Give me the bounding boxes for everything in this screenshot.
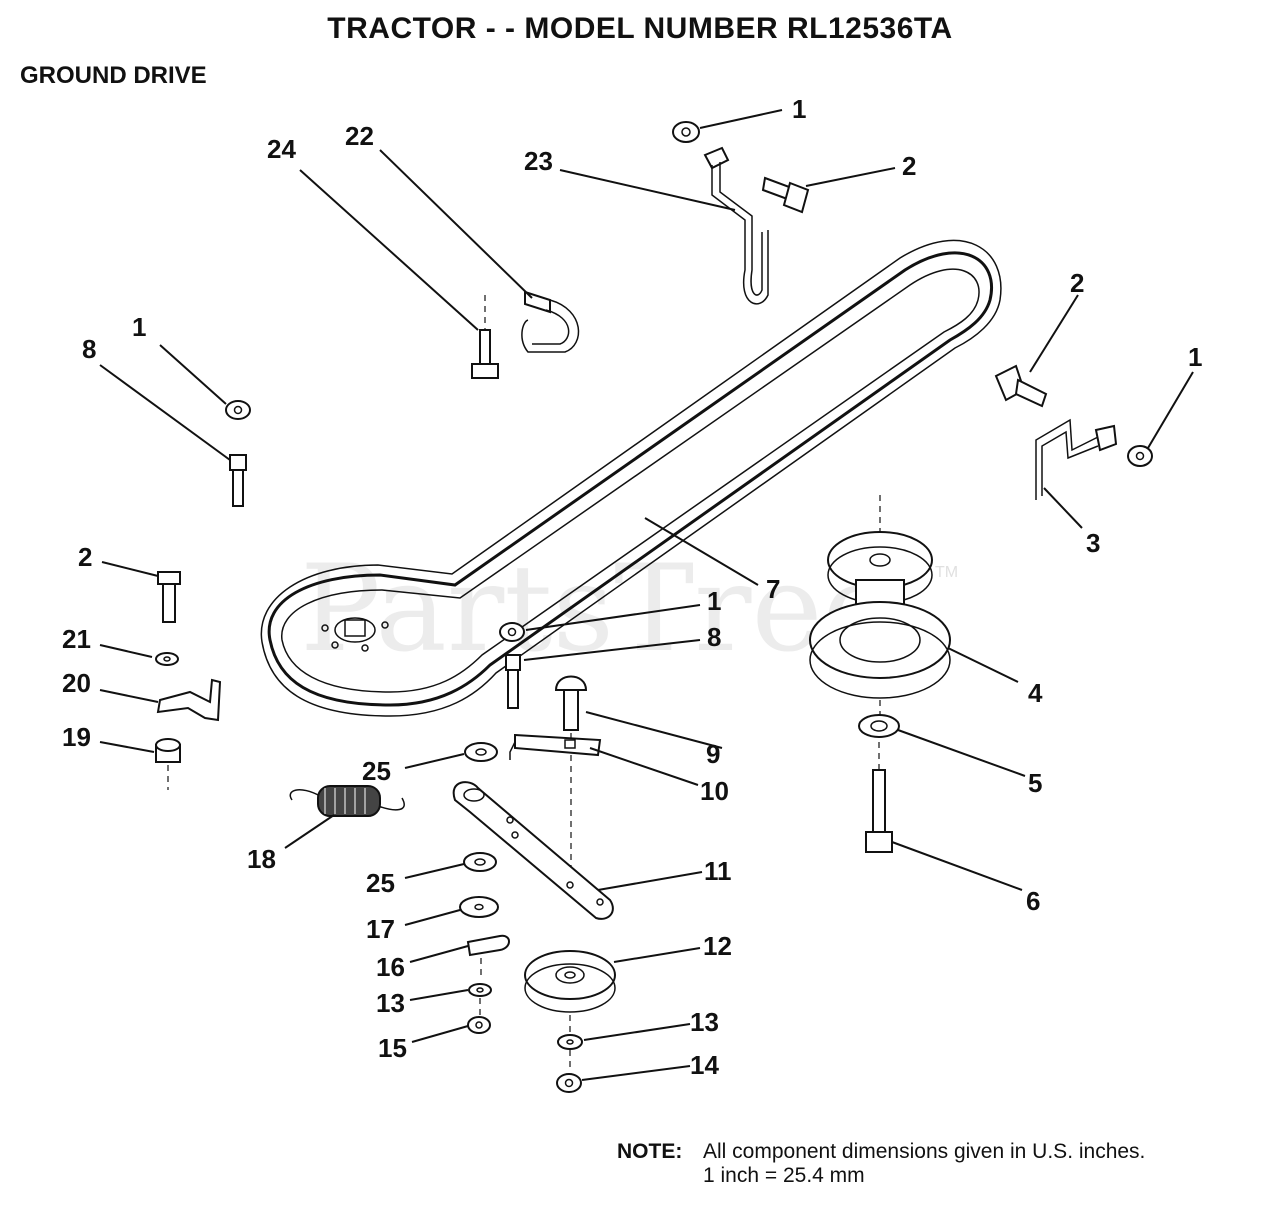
callout-23: 23 [524,146,553,176]
callout-22: 22 [345,121,374,151]
stud-part-8-left[interactable] [229,454,247,507]
rear-pulley[interactable] [321,617,389,652]
callout-9: 9 [706,739,720,769]
callout-12: 12 [703,931,732,961]
callout-10: 10 [700,776,729,806]
callout-17: 17 [366,914,395,944]
callout-13-right: 13 [690,1007,719,1037]
callout-25-upper: 25 [362,756,391,786]
nut-part-19[interactable] [155,738,181,790]
watermark-text: PartsTree [300,540,894,679]
callout-2-right: 2 [1070,268,1084,298]
stud-part-8-mid[interactable] [505,654,521,709]
leader-lines [99,109,1194,1081]
callout-25-lower: 25 [366,868,395,898]
callout-3: 3 [1086,528,1100,558]
idler-pulley-part-12[interactable] [524,950,616,1032]
bolt-part-6[interactable] [865,742,893,853]
callout-14: 14 [690,1050,719,1080]
callout-21: 21 [62,624,91,654]
rod-part-3[interactable] [1035,418,1118,500]
callout-5: 5 [1028,768,1042,798]
callout-4: 4 [1028,678,1043,708]
callout-8-left: 8 [82,334,96,364]
note-line-2: 1 inch = 25.4 mm [703,1164,865,1187]
callout-1-right: 1 [1188,342,1202,372]
nut-part-1-left[interactable] [225,400,251,420]
bolt-part-2-left[interactable] [157,571,181,623]
callout-1-mid: 1 [707,586,721,616]
clip-part-16[interactable] [466,934,510,980]
callout-18: 18 [247,844,276,874]
pulley-part-4[interactable] [809,495,951,715]
callout-labels: 1 2 23 22 24 2 1 3 1 8 2 21 20 19 7 1 8 … [62,94,1202,1080]
carriage-bolt-part-9[interactable] [554,675,588,881]
nut-part-15[interactable] [467,1016,491,1034]
washer-part-13-right[interactable] [557,1034,583,1072]
nut-part-1-top[interactable] [672,121,700,143]
watermark-trademark: TM [935,564,958,581]
bolt-part-2-right[interactable] [994,364,1048,408]
nut-part-1-mid[interactable] [499,622,525,642]
callout-15: 15 [378,1033,407,1063]
callout-20: 20 [62,668,91,698]
callout-7: 7 [766,574,780,604]
spring-part-18[interactable] [289,785,405,817]
nut-part-1-right[interactable] [1127,445,1153,467]
washer-part-21[interactable] [155,652,179,666]
idler-arm-part-11[interactable] [452,781,614,920]
bushing-part-25-lower[interactable] [463,852,497,872]
bracket-part-20[interactable] [156,678,222,722]
bracket-part-10[interactable] [509,733,602,760]
bushing-part-25-upper[interactable] [464,742,498,762]
bolt-part-24[interactable] [471,295,499,379]
callout-19: 19 [62,722,91,752]
page-title: TRACTOR - - MODEL NUMBER RL12536TA [327,12,953,45]
bolt-part-2-top[interactable] [761,176,810,214]
note-label: NOTE: [617,1140,683,1163]
note-line-1: All component dimensions given in U.S. i… [703,1140,1146,1163]
bracket-part-23[interactable] [703,146,769,305]
callout-6: 6 [1026,886,1040,916]
washer-part-13-left[interactable] [468,983,492,1015]
callout-24: 24 [267,134,296,164]
callout-2-left: 2 [78,542,92,572]
callout-8-mid: 8 [707,622,721,652]
bracket-part-22[interactable] [521,290,580,353]
washer-part-17[interactable] [459,896,499,918]
section-title: GROUND DRIVE [20,62,207,89]
dimension-note: NOTE: All component dimensions given in U… [617,1140,1145,1188]
callout-16: 16 [376,952,405,982]
callout-1-top: 1 [792,94,806,124]
callout-11: 11 [704,856,732,886]
washer-part-5[interactable] [858,714,900,738]
drive-belt[interactable] [260,239,1002,717]
callout-13-left: 13 [376,988,405,1018]
nut-part-14[interactable] [556,1073,582,1093]
callout-1-left: 1 [132,312,146,342]
callout-2-top: 2 [902,151,916,181]
